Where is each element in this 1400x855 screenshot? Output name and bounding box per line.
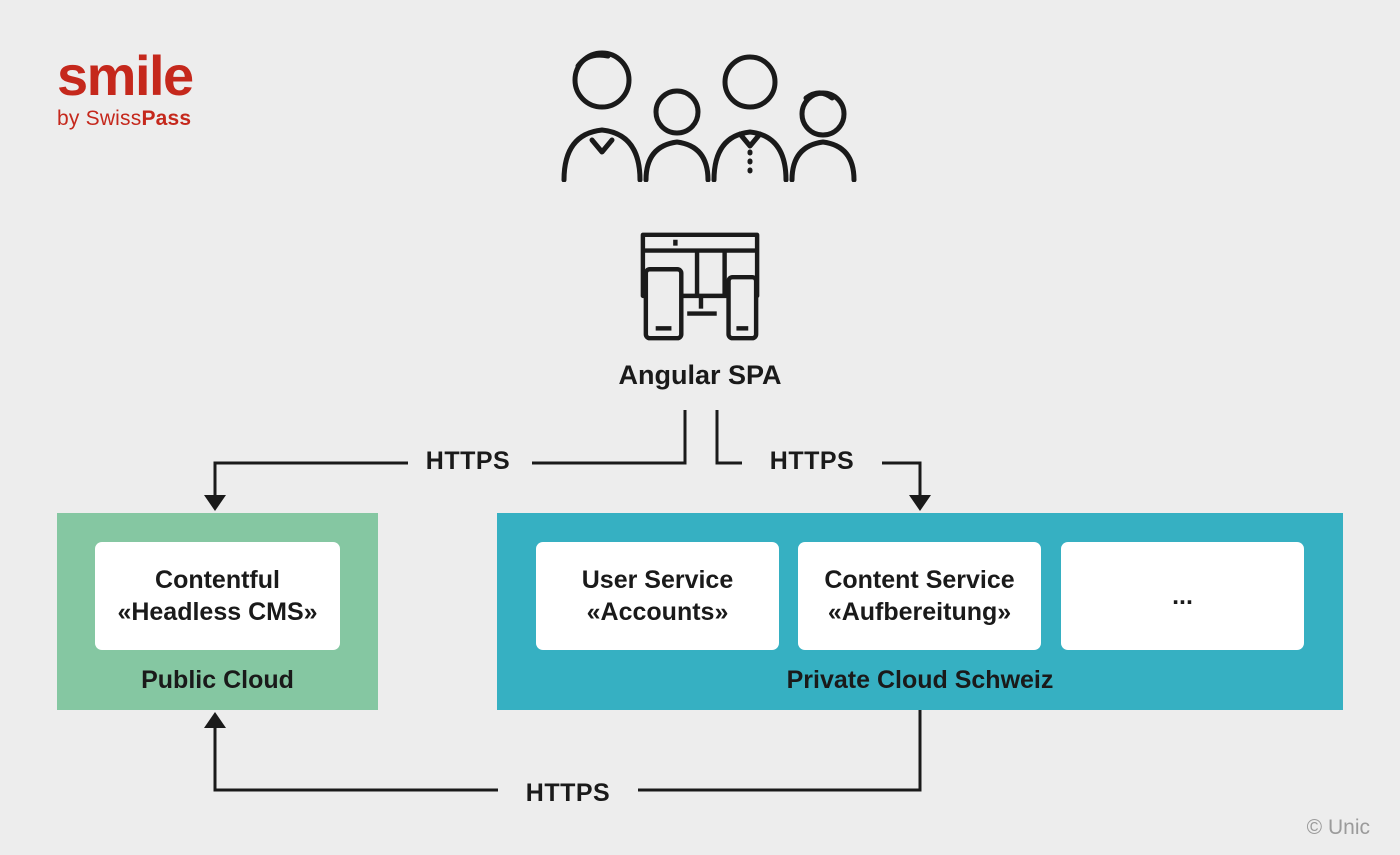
connector-private-to-public [638,710,922,792]
https-label-bottom: HTTPS [525,779,611,807]
service-card-line1: User Service [581,565,734,594]
public-cloud-box: Contentful «Headless CMS» Public Cloud [57,513,378,710]
angular-spa-label: Angular SPA [618,360,782,390]
connector-private-to-public-2 [213,727,498,792]
service-card-line1: ... [1172,581,1193,610]
connector-spa-to-private [715,410,742,465]
logo-byline: by SwissPass [57,107,193,131]
private-cloud-label: Private Cloud Schweiz [786,666,1054,694]
https-label-left: HTTPS [425,447,511,475]
service-card-contentful: Contentful «Headless CMS» [95,542,340,650]
connector-spa-to-public [532,410,687,465]
arrowhead-public-bottom [204,712,226,728]
connector-spa-to-public-2 [213,461,408,496]
smile-logo: smile by SwissPass [57,44,194,131]
arrowhead-private-top [909,495,931,511]
service-card-line1: Contentful [155,565,280,594]
users-group-icon [540,36,860,183]
service-card-content-service: Content Service «Aufbereitung» [798,542,1041,650]
connector-spa-to-private-2 [882,461,922,496]
multi-device-icon [636,231,764,343]
service-card-line2: «Headless CMS» [117,598,318,626]
copyright-credit: © Unic [1306,816,1370,839]
arrowhead-public-top [204,495,226,511]
https-label-right: HTTPS [769,447,855,475]
public-cloud-label: Public Cloud [141,666,294,694]
logo-byline-bold: Pass [141,107,192,130]
logo-byline-prefix: by Swiss [57,107,142,130]
private-cloud-box: User Service «Accounts» Content Service … [497,513,1343,710]
service-card-more: ... [1061,542,1304,650]
service-card-line1: Content Service [824,565,1015,594]
service-card-line2: «Aufbereitung» [827,598,1012,626]
logo-brand-text: smile [57,44,194,107]
service-card-line2: «Accounts» [586,598,729,626]
service-card-user-service: User Service «Accounts» [536,542,779,650]
